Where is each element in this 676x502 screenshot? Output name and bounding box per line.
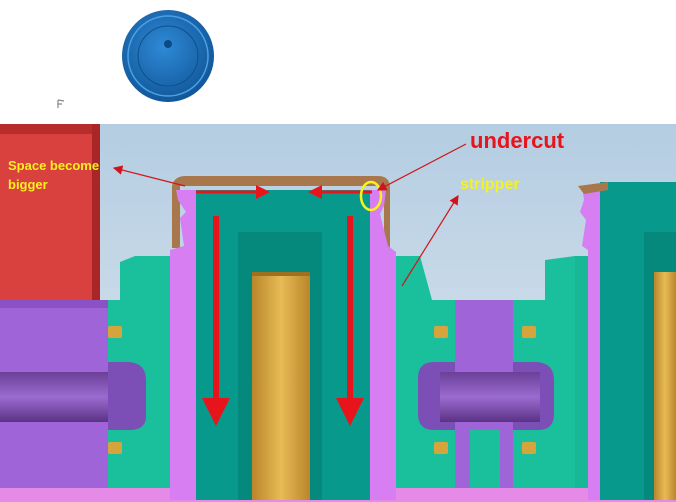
undercut-marker bbox=[359, 180, 383, 212]
stripper-sleeve-right bbox=[370, 190, 396, 500]
space-become-bigger-label: Space become bigger bbox=[8, 158, 100, 192]
motion-arrows bbox=[196, 185, 372, 426]
center-rod bbox=[252, 272, 310, 500]
stripper-sleeve-left bbox=[170, 190, 196, 500]
support-plate-right bbox=[418, 300, 554, 500]
bottle-cap-icon bbox=[122, 10, 214, 102]
seal-rings bbox=[108, 326, 536, 454]
adjacent-cavity bbox=[578, 182, 676, 500]
undercut-label: undercut bbox=[470, 128, 565, 153]
support-plate-left bbox=[0, 300, 146, 500]
axis-triad-icon bbox=[57, 99, 65, 108]
annotation-leaders bbox=[112, 143, 467, 287]
stripper-label: stripper bbox=[460, 176, 520, 193]
cavity-block bbox=[0, 124, 100, 302]
